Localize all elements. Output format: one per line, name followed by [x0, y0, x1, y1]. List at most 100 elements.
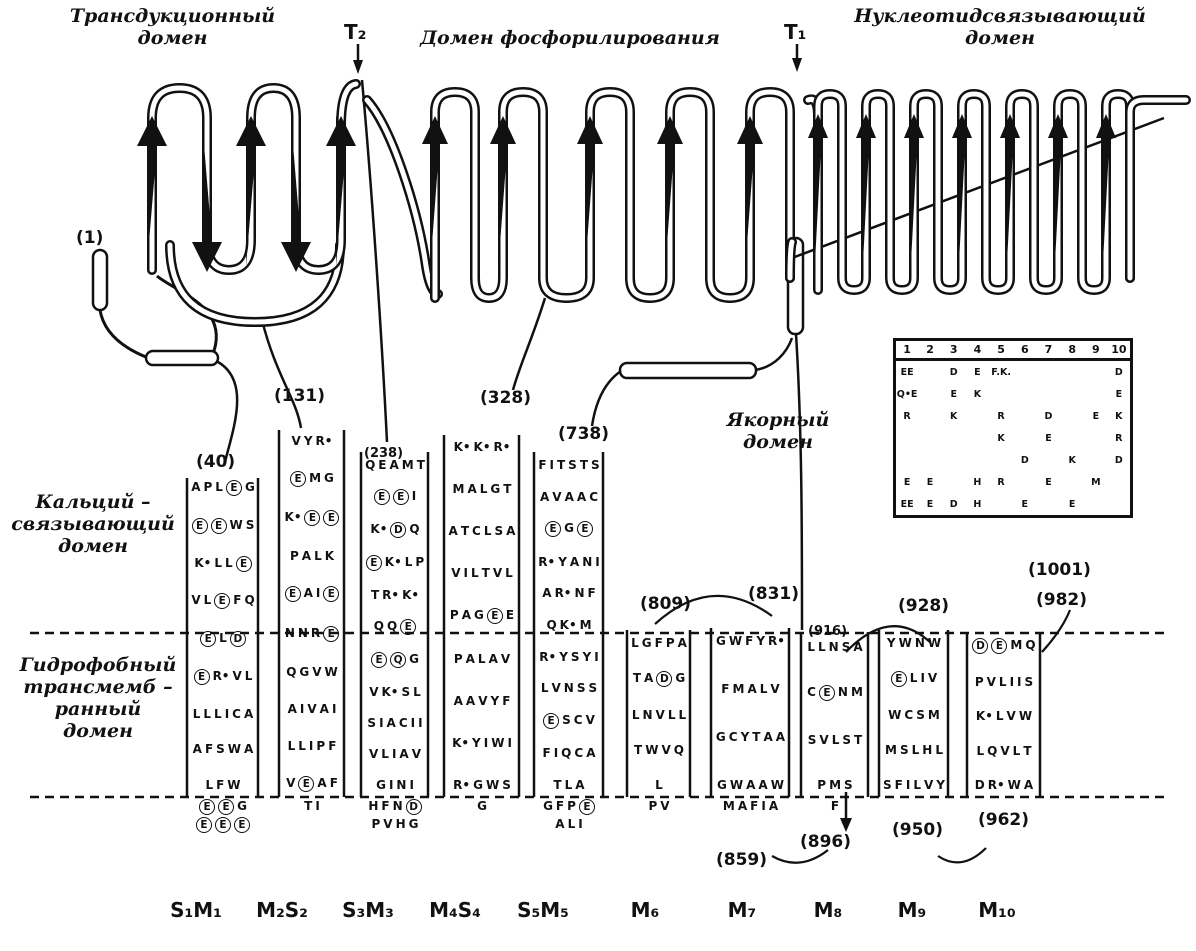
- residue-token: E: [576, 521, 593, 538]
- residue-token: Q: [244, 593, 255, 608]
- residue-token: A: [758, 778, 768, 792]
- residue-token: T: [460, 524, 470, 538]
- residue-token: L: [219, 631, 227, 645]
- matrix-cell: EE: [900, 498, 914, 510]
- connector-to-328: [511, 297, 547, 391]
- residue-token: A: [775, 730, 786, 744]
- residue-token: E: [304, 510, 321, 527]
- residue-token: E: [323, 510, 340, 527]
- matrix-cell: D: [1114, 454, 1123, 466]
- residue-token: T: [304, 799, 313, 813]
- residue-token: L: [287, 738, 296, 753]
- residue-token: M: [579, 617, 592, 632]
- up-arrow: [490, 116, 516, 264]
- residue-token: E: [323, 625, 340, 642]
- residue-token: G: [543, 799, 553, 813]
- matrix-cell: [989, 383, 1013, 405]
- residue-token: I: [409, 778, 414, 792]
- segment-label-m7: M₇: [727, 898, 757, 922]
- matrix-header-cell: 1: [894, 339, 919, 361]
- tube-outline: [430, 87, 795, 303]
- residue-token: A: [244, 742, 254, 757]
- residue-token: S: [568, 458, 577, 472]
- residue-token: T: [1023, 743, 1032, 758]
- matrix-header-cell: 5: [989, 339, 1013, 361]
- residue-token: A: [448, 524, 458, 538]
- up-arrow: [137, 116, 167, 266]
- residue-number-809: (809): [640, 594, 692, 614]
- residue-token: I: [299, 701, 305, 716]
- segment-label-m8: M₈: [813, 898, 843, 922]
- residue-token: Q: [373, 619, 384, 633]
- residue-token: E: [578, 799, 595, 815]
- residue-token: D: [974, 778, 985, 792]
- residue-token: N: [284, 625, 295, 640]
- residue-token: I: [549, 458, 554, 472]
- residue-token: I: [920, 671, 925, 685]
- column-lines: [185, 430, 1042, 797]
- residue-token: R•: [315, 434, 333, 448]
- residue-token: Q: [390, 652, 407, 668]
- matrix-cell: [989, 449, 1013, 471]
- residue-token: T: [416, 458, 425, 472]
- residue-token: R•: [768, 634, 785, 648]
- residue-token: C: [574, 746, 584, 761]
- residue-token: E: [323, 586, 340, 603]
- up-arrow: [1096, 114, 1116, 272]
- matrix-header-cell: 3: [941, 339, 966, 361]
- residue-token: S: [576, 681, 586, 696]
- residue-token: L: [404, 555, 413, 569]
- residue-token: G: [244, 480, 255, 494]
- residue-token: A: [569, 554, 580, 569]
- connector-to-238: [360, 79, 389, 443]
- residue-number-131: (131): [274, 386, 326, 406]
- residue-token: V: [1006, 709, 1016, 723]
- residue-token: E: [371, 652, 388, 668]
- residue-token: G: [715, 730, 726, 744]
- residue-token: L: [831, 732, 840, 747]
- residue-token: P: [203, 480, 213, 494]
- residue-token: I: [594, 649, 599, 664]
- matrix-cell: [918, 427, 942, 449]
- residue-token: E: [225, 480, 242, 496]
- connector: [754, 337, 794, 372]
- residue-token: E: [890, 671, 907, 687]
- residue-token: Y: [472, 736, 481, 750]
- matrix-cell: E: [1068, 498, 1076, 510]
- residue-token: P: [665, 636, 675, 650]
- residue-token: L: [224, 555, 233, 570]
- residue-token: M: [850, 685, 863, 700]
- up-arrow: [422, 116, 448, 264]
- residue-token: G: [299, 664, 310, 679]
- matrix-cell: [1084, 360, 1108, 384]
- residue-token: S: [807, 732, 817, 747]
- residue-token: A: [853, 640, 863, 654]
- anchor-capsule: [618, 361, 758, 380]
- matrix-cell: [1037, 360, 1061, 384]
- matrix-cell: [1108, 471, 1132, 493]
- residue-token: W: [728, 634, 743, 648]
- residue-token: Q: [387, 619, 398, 633]
- connector: [98, 309, 147, 359]
- matrix-header-cell: 8: [1060, 339, 1084, 361]
- matrix-cell: K: [1068, 454, 1076, 466]
- residue-number-328: (328): [480, 388, 532, 408]
- residue-token: V: [291, 434, 301, 448]
- residue-token: L: [807, 640, 815, 654]
- residue-token: A: [399, 747, 409, 761]
- residue-token: L: [998, 674, 1007, 689]
- matrix-cell: R: [1115, 432, 1123, 444]
- residue-token: A: [506, 524, 516, 538]
- residue-token: L: [470, 566, 479, 580]
- residue-token: T: [634, 743, 643, 757]
- residue-token: A: [461, 608, 472, 622]
- residue-token: E: [199, 799, 216, 815]
- residue-token: V: [411, 747, 421, 761]
- matrix-cell: [989, 493, 1013, 517]
- residue-token: G: [408, 817, 419, 831]
- matrix-header-cell: 2: [918, 339, 942, 361]
- residue-token: E: [545, 521, 562, 538]
- residue-token: I: [578, 817, 583, 831]
- residue-token: V: [191, 593, 201, 608]
